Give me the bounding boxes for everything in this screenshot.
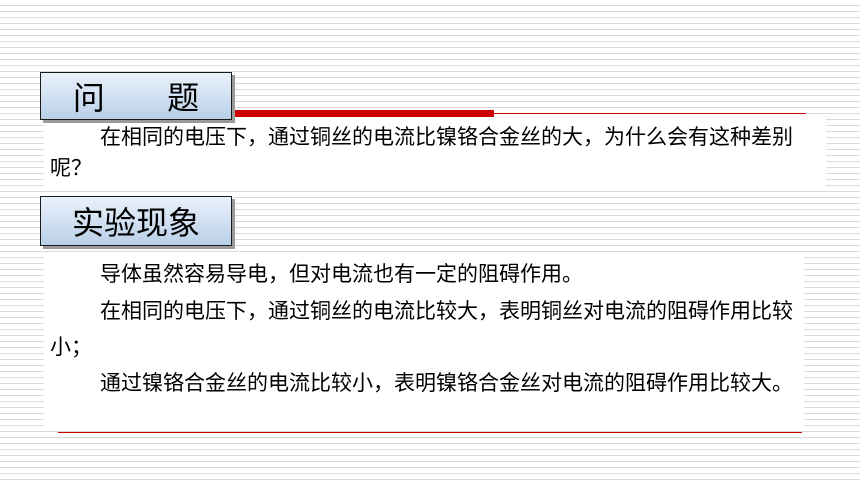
title-underline-rule: [494, 113, 806, 114]
bottom-rule: [58, 432, 802, 433]
phenomenon-label: 实验现象: [40, 196, 232, 246]
question-text-panel: [44, 119, 826, 187]
phenomenon-paragraph: 在相同的电压下，通过铜丝的电流比较大，表明铜丝对电流的阻碍作用比较小；: [50, 299, 793, 359]
question-text: 在相同的电压下，通过铜丝的电流比镍铬合金丝的大，为什么会有这种差别呢？: [50, 125, 793, 180]
title-underline-bar: [232, 110, 494, 117]
phenomenon-paragraph: 通过镍铬合金丝的电流比较小，表明镍铬合金丝对电流的阻碍作用比较大。: [100, 371, 793, 395]
phenomenon-paragraph: 导体虽然容易导电，但对电流也有一定的阻碍作用。: [100, 262, 583, 286]
question-label: 问 题: [40, 72, 232, 120]
phenomenon-text-panel: [44, 256, 804, 428]
